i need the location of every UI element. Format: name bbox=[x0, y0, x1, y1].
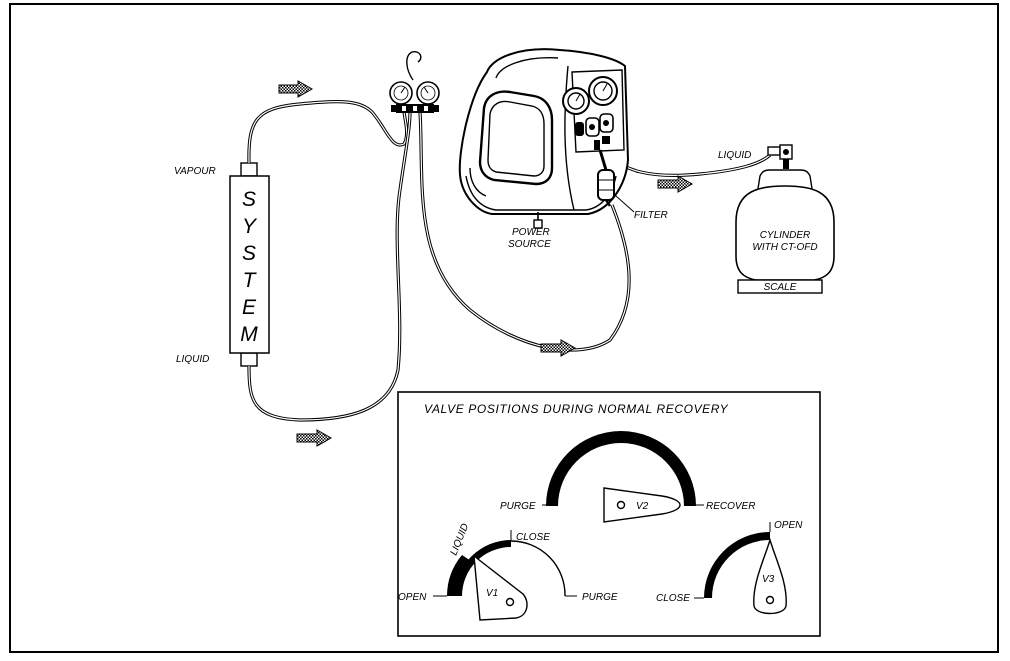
v2-name-label: V2 bbox=[636, 501, 649, 512]
figure-frame bbox=[9, 3, 999, 653]
vapour-label: VAPOUR bbox=[174, 166, 216, 177]
v2-purge-label: PURGE bbox=[500, 501, 536, 512]
flow-arrow bbox=[278, 80, 314, 98]
system-letter: T bbox=[243, 269, 258, 292]
valve-v1 bbox=[433, 530, 577, 621]
system-letter: S bbox=[242, 188, 256, 211]
system-letter: S bbox=[242, 242, 256, 265]
liquid-system-label: LIQUID bbox=[176, 354, 209, 365]
valve-positions-panel: VALVE POSITIONS DURING NORMAL RECOVERY P… bbox=[397, 391, 821, 637]
system-letter: Y bbox=[242, 215, 258, 238]
cylinder bbox=[735, 144, 835, 294]
cylinder-label: CYLINDER bbox=[760, 230, 811, 241]
flow-arrow bbox=[657, 175, 694, 193]
valve-panel-title: VALVE POSITIONS DURING NORMAL RECOVERY bbox=[424, 402, 729, 416]
valve-v3 bbox=[694, 522, 787, 615]
valve-v2 bbox=[542, 431, 704, 523]
liquid-cylinder-label: LIQUID bbox=[718, 150, 751, 161]
flow-arrow bbox=[296, 429, 333, 447]
v2-recover-label: RECOVER bbox=[706, 501, 755, 512]
v1-name-label: V1 bbox=[486, 588, 498, 599]
v3-close-label: CLOSE bbox=[656, 593, 690, 604]
gauge-manifold bbox=[389, 50, 440, 113]
recovery-machine bbox=[458, 48, 630, 229]
filter-label: FILTER bbox=[634, 210, 668, 221]
flow-arrow bbox=[540, 339, 577, 357]
system-letter: M bbox=[240, 323, 258, 346]
scale-label: SCALE bbox=[764, 282, 797, 293]
power-source-label: SOURCE bbox=[508, 239, 551, 250]
cylinder-label: WITH CT-OFD bbox=[752, 242, 817, 253]
filter bbox=[597, 149, 635, 213]
system-letter: E bbox=[242, 296, 257, 319]
v1-close-label: CLOSE bbox=[516, 532, 550, 543]
power-source-label: POWER bbox=[512, 227, 550, 238]
v1-open-label: OPEN bbox=[398, 592, 427, 603]
system-vessel: S Y S T E M bbox=[229, 162, 270, 367]
v3-name-label: V3 bbox=[762, 574, 775, 585]
v3-open-label: OPEN bbox=[774, 520, 803, 531]
v1-purge-label: PURGE bbox=[582, 592, 618, 603]
